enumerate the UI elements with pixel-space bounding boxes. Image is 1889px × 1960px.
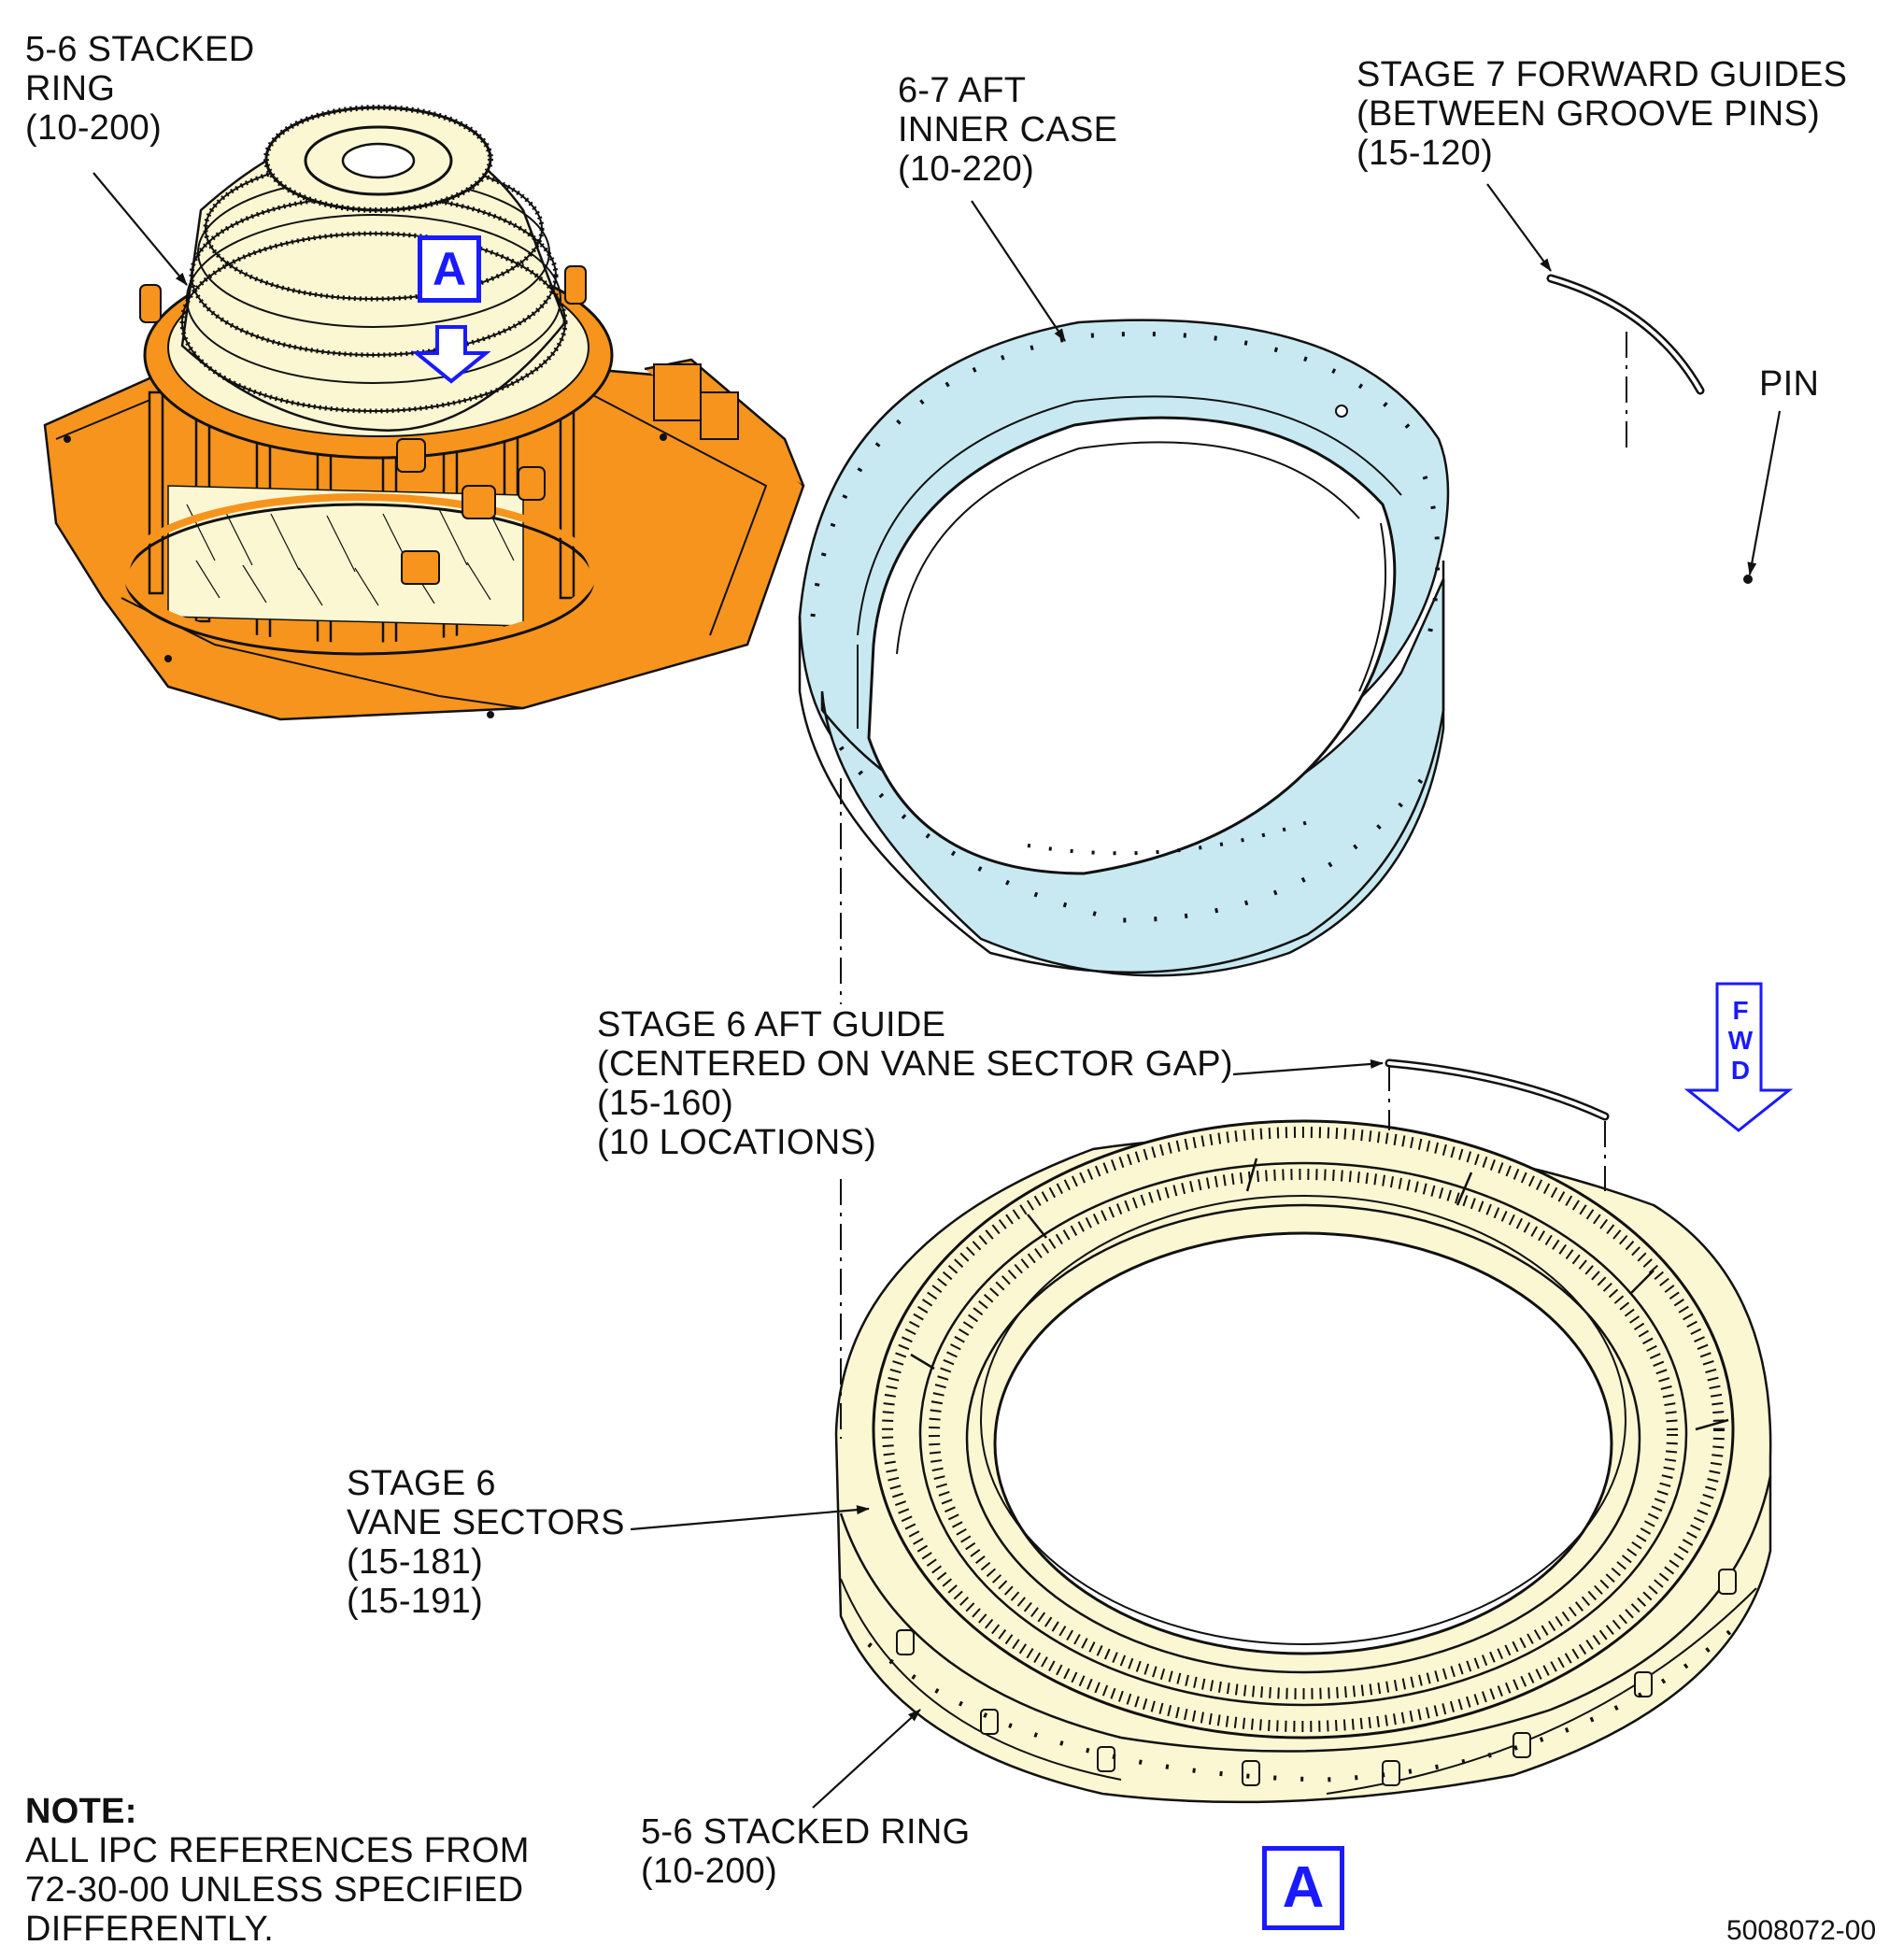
- leader-stage7-guides: [1486, 183, 1552, 272]
- view-a-marker-bottom: A: [1262, 1846, 1344, 1930]
- label-stage6-aft-guide: STAGE 6 AFT GUIDE (CENTERED ON VANE SECT…: [597, 1005, 1233, 1162]
- pin-marker: [1743, 575, 1753, 584]
- figure-id: 5008072-00: [1726, 1915, 1877, 1946]
- label-aft-inner-case: 6-7 AFT INNER CASE (10-220): [898, 71, 1118, 189]
- note-line: ALL IPC REFERENCES FROM: [25, 1831, 530, 1870]
- leader-stage6-aft-guide: [1232, 1058, 1384, 1076]
- stacked-ring-illustration: [834, 1119, 1772, 1804]
- label-stacked-ring-top: 5-6 STACKED RING (10-200): [25, 30, 255, 148]
- note-line: 72-30-00 UNLESS SPECIFIED: [25, 1870, 524, 1910]
- note-line: DIFFERENTLY.: [25, 1910, 275, 1949]
- view-a-direction-arrow: [411, 325, 491, 384]
- leader-stacked-ring-top: [92, 172, 188, 286]
- view-a-marker-top: A: [418, 235, 481, 303]
- stage6-aft-guide-shape: [1385, 1058, 1610, 1121]
- label-stage7-forward-guides: STAGE 7 FORWARD GUIDES (BETWEEN GROOVE P…: [1356, 55, 1848, 173]
- note-block: NOTE: ALL IPC REFERENCES FROM 72-30-00 U…: [25, 1792, 530, 1949]
- fwd-indicator: F W D: [1727, 996, 1754, 1085]
- leader-aft-inner-case: [971, 200, 1066, 342]
- label-stacked-ring-bottom: 5-6 STACKED RING (10-200): [641, 1812, 971, 1891]
- leader-pin: [1747, 410, 1782, 575]
- label-stage6-vane-sectors: STAGE 6 VANE SECTORS (15-181) (15-191): [347, 1464, 625, 1621]
- fwd-arrow-outline: [1683, 982, 1794, 1132]
- leader-stacked-ring-bottom: [812, 1709, 921, 1809]
- note-title: NOTE:: [25, 1792, 137, 1831]
- leader-stage6-vane-sectors: [630, 1505, 870, 1531]
- fixture-overview-illustration: [43, 105, 805, 721]
- aft-inner-case-illustration: [798, 319, 1753, 977]
- label-pin: PIN: [1759, 364, 1820, 404]
